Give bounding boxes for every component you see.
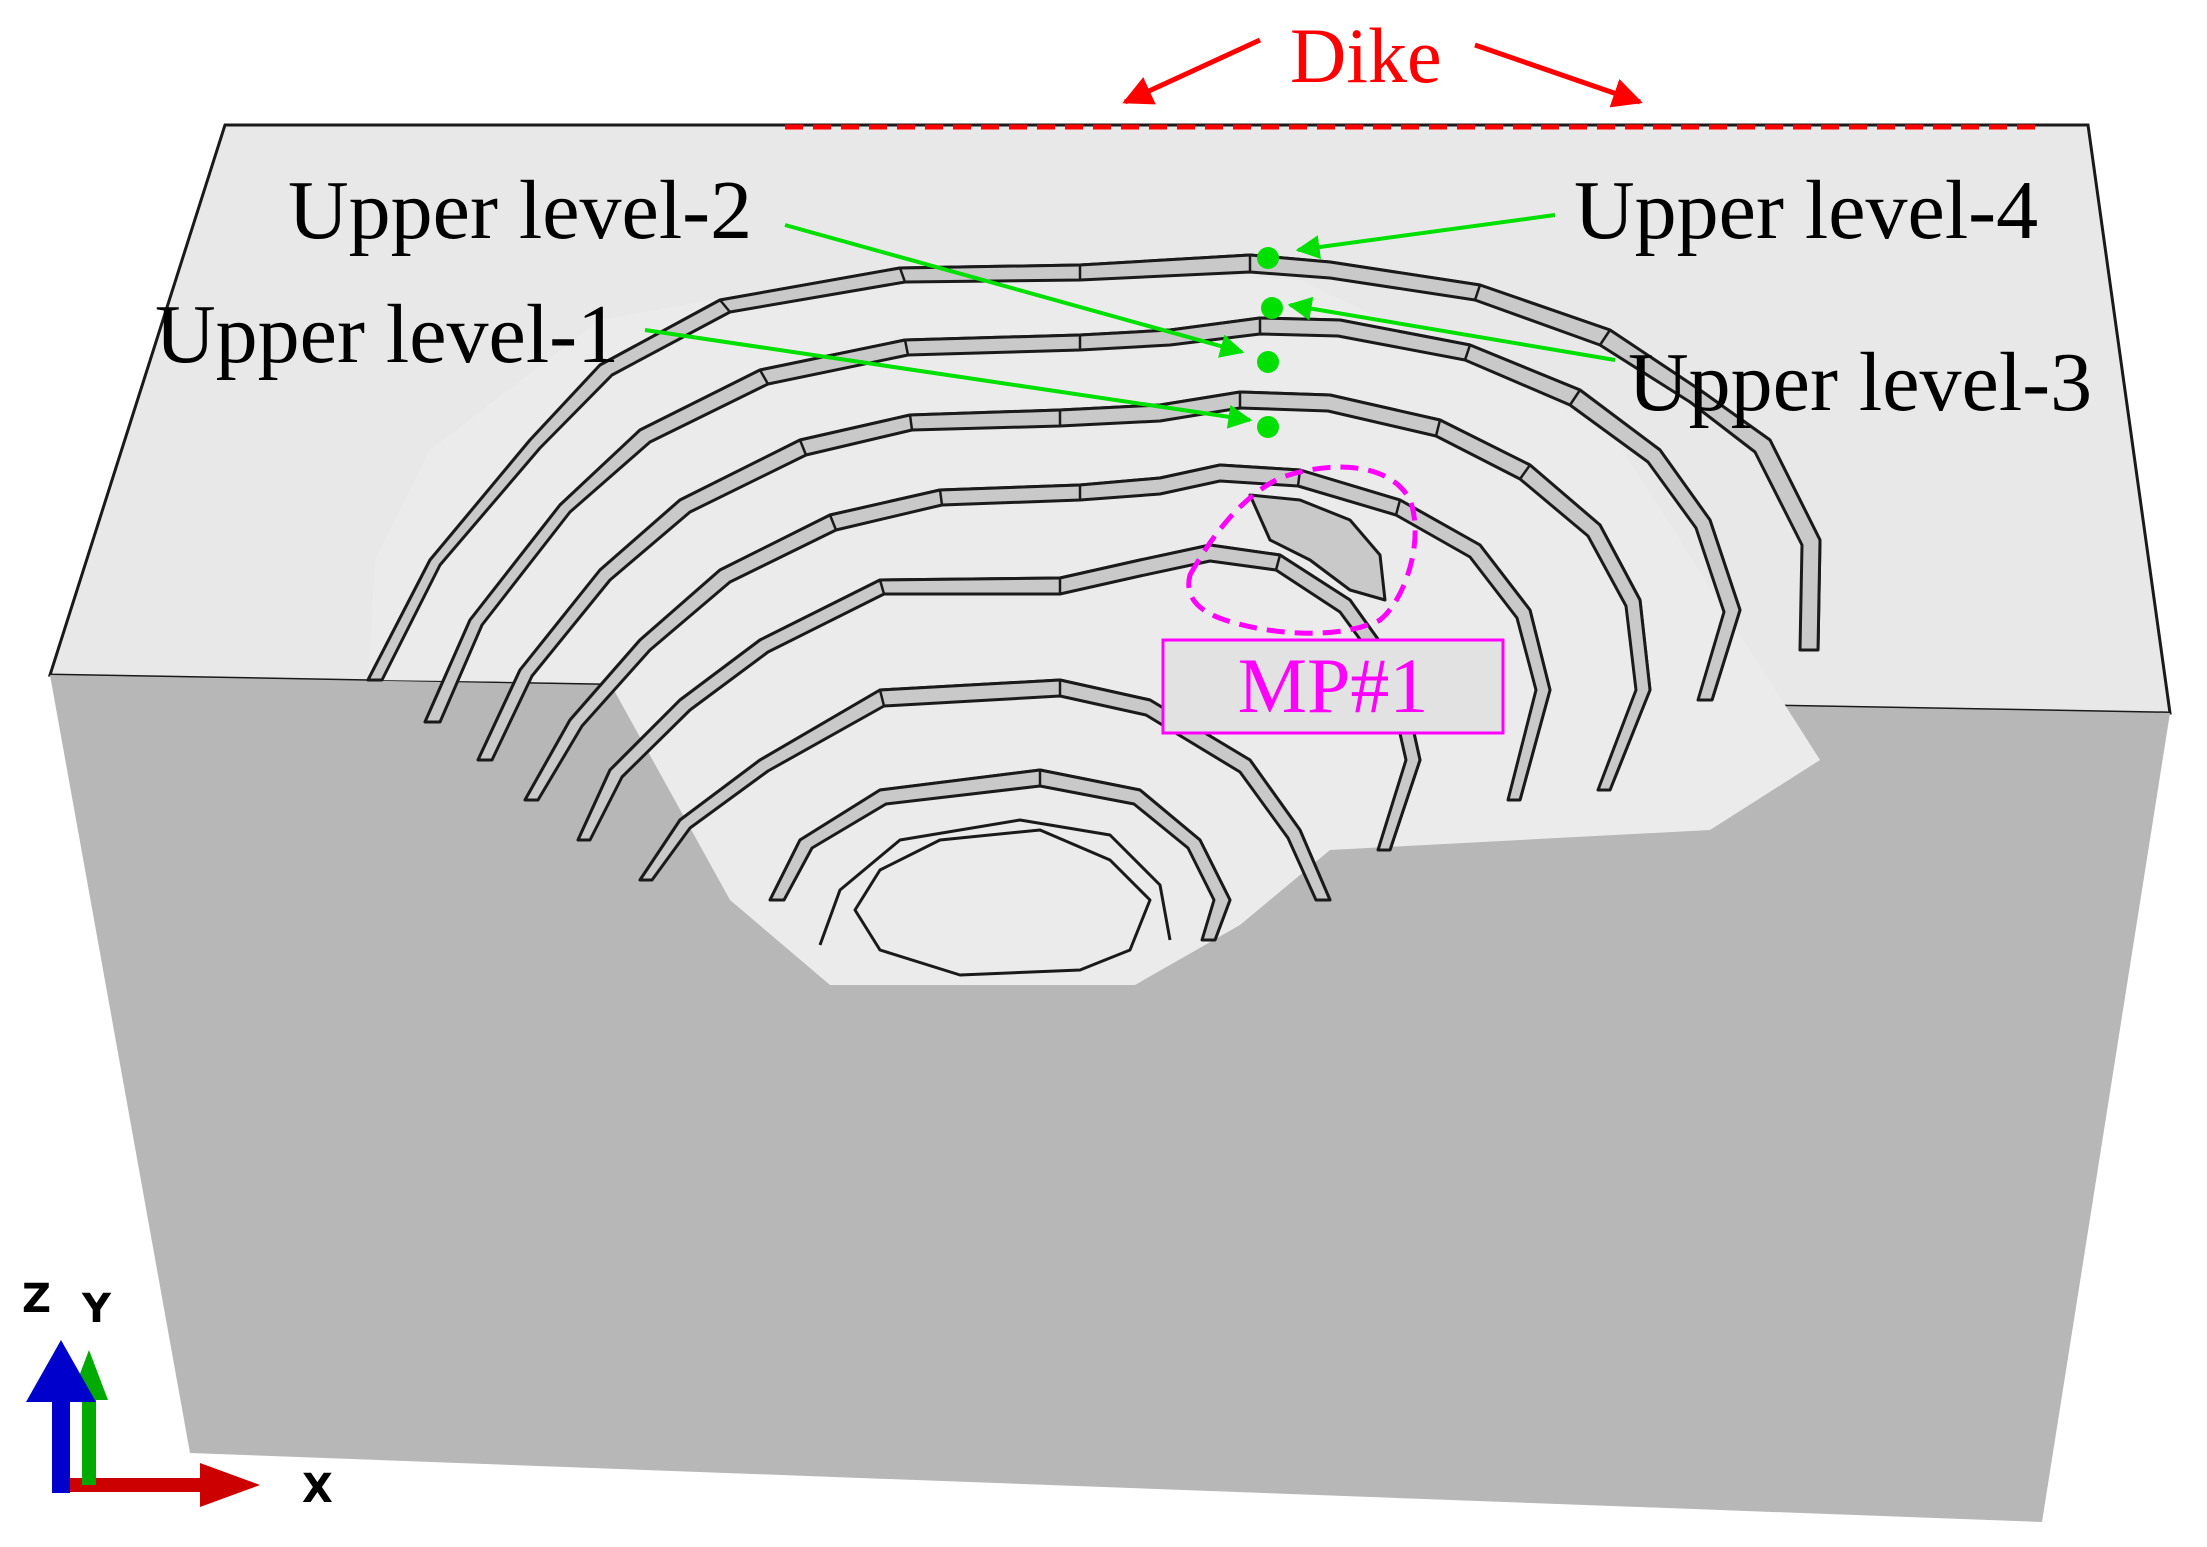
upper-level-1-point	[1257, 416, 1279, 438]
upper-level-3-arrow	[1287, 296, 1616, 362]
x-axis-head	[200, 1463, 260, 1507]
upper-level-3-label: Upper level-3	[1628, 336, 2092, 429]
mp-feature-outline	[1248, 493, 1387, 602]
bench-face-7	[768, 768, 1232, 942]
upper-level-2-point	[1257, 351, 1279, 373]
dike-arrow-right	[1474, 42, 1643, 108]
block-front-face	[50, 675, 2170, 1522]
pit-bottom	[853, 828, 1152, 977]
bench-ring-8	[818, 818, 1172, 946]
upper-level-1-label: Upper level-1	[155, 288, 619, 381]
y-axis-shaft	[82, 1390, 96, 1485]
upper-levels: Upper level-2 Upper level-1 Upper level-…	[155, 164, 2092, 438]
upper-level-1-arrow	[644, 328, 1253, 429]
upper-level-4-point	[1257, 247, 1279, 269]
dike-annotation: Dike	[785, 12, 2040, 130]
open-pit	[366, 253, 1822, 985]
upper-level-2-arrow	[784, 223, 1245, 358]
upper-level-4-arrow	[1295, 213, 1556, 259]
z-axis-shaft	[52, 1375, 70, 1493]
y-axis-label: Y	[81, 1286, 112, 1332]
upper-level-4-label: Upper level-4	[1574, 164, 2038, 257]
dike-label: Dike	[1290, 12, 1442, 99]
mp-label: MP#1	[1238, 642, 1429, 729]
mp-label-box	[1161, 638, 1505, 735]
dike-arrow-left	[1122, 37, 1262, 105]
bench-face-5	[576, 543, 1422, 852]
bench-segment-ticks	[719, 255, 1612, 786]
z-axis-head	[26, 1340, 96, 1402]
bench-face-3	[476, 390, 1652, 792]
x-axis-label: X	[302, 1466, 333, 1512]
bench-face-2	[423, 316, 1742, 724]
upper-level-3-point	[1261, 297, 1283, 319]
mp-annotation: MP#1	[1161, 464, 1505, 735]
z-axis-label: Z	[22, 1276, 51, 1322]
upper-level-2-label: Upper level-2	[288, 164, 752, 257]
x-axis-shaft	[62, 1478, 212, 1492]
axis-triad: Z Y X	[22, 1276, 333, 1512]
mp-region-outline	[1186, 464, 1418, 636]
